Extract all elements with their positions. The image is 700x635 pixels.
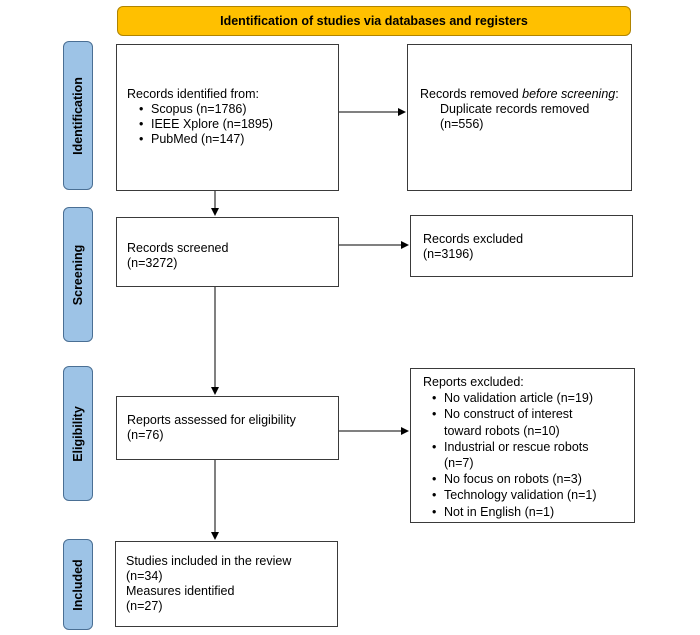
reports-assessed-count: (n=76): [127, 428, 164, 442]
source-ieee: IEEE Xplore (n=1895): [139, 117, 330, 132]
header-title: Identification of studies via databases …: [220, 14, 528, 28]
exclusion-reason: No validation article (n=19): [432, 390, 628, 406]
phase-included: Included: [63, 539, 93, 630]
phase-screening: Screening: [63, 207, 93, 342]
exclusion-reason: Technology validation (n=1): [432, 487, 628, 503]
studies-included-title: Studies included in the review: [126, 554, 292, 568]
source-scopus: Scopus (n=1786): [139, 102, 330, 117]
records-identified-title: Records identified from:: [127, 87, 260, 101]
phase-eligibility: Eligibility: [63, 366, 93, 501]
studies-included-box: Studies included in the review (n=34) Me…: [115, 541, 338, 627]
exclusion-reason: No construct of interest toward robots (…: [432, 406, 604, 438]
source-pubmed: PubMed (n=147): [139, 132, 330, 147]
reports-excluded-title: Reports excluded:: [423, 375, 524, 389]
records-removed-title: Records removed before screening:: [420, 87, 619, 101]
records-screened-box: Records screened (n=3272): [116, 217, 339, 287]
records-removed-box: Records removed before screening: Duplic…: [407, 44, 632, 191]
studies-included-count: (n=34): [126, 569, 163, 583]
phase-identification: Identification: [63, 41, 93, 190]
diagram-header: Identification of studies via databases …: [117, 6, 631, 36]
reports-assessed-title: Reports assessed for eligibility: [127, 413, 296, 427]
measures-identified-count: (n=27): [126, 599, 163, 613]
reports-assessed-box: Reports assessed for eligibility (n=76): [116, 396, 339, 460]
records-excluded-box: Records excluded (n=3196): [410, 215, 633, 277]
duplicates-removed-label: Duplicate records removed: [440, 102, 590, 116]
measures-identified-title: Measures identified: [126, 584, 235, 598]
exclusion-reason: No focus on robots (n=3): [432, 471, 628, 487]
reports-excluded-box: Reports excluded: No validation article …: [410, 368, 635, 523]
records-excluded-count: (n=3196): [423, 247, 474, 261]
duplicates-removed-count: (n=556): [440, 117, 484, 131]
exclusion-reason: Not in English (n=1): [432, 504, 628, 520]
records-screened-count: (n=3272): [127, 256, 178, 270]
records-screened-title: Records screened: [127, 241, 229, 255]
records-excluded-title: Records excluded: [423, 232, 524, 246]
records-identified-box: Records identified from: Scopus (n=1786)…: [116, 44, 339, 191]
exclusion-reason: Industrial or rescue robots (n=7): [432, 439, 604, 471]
